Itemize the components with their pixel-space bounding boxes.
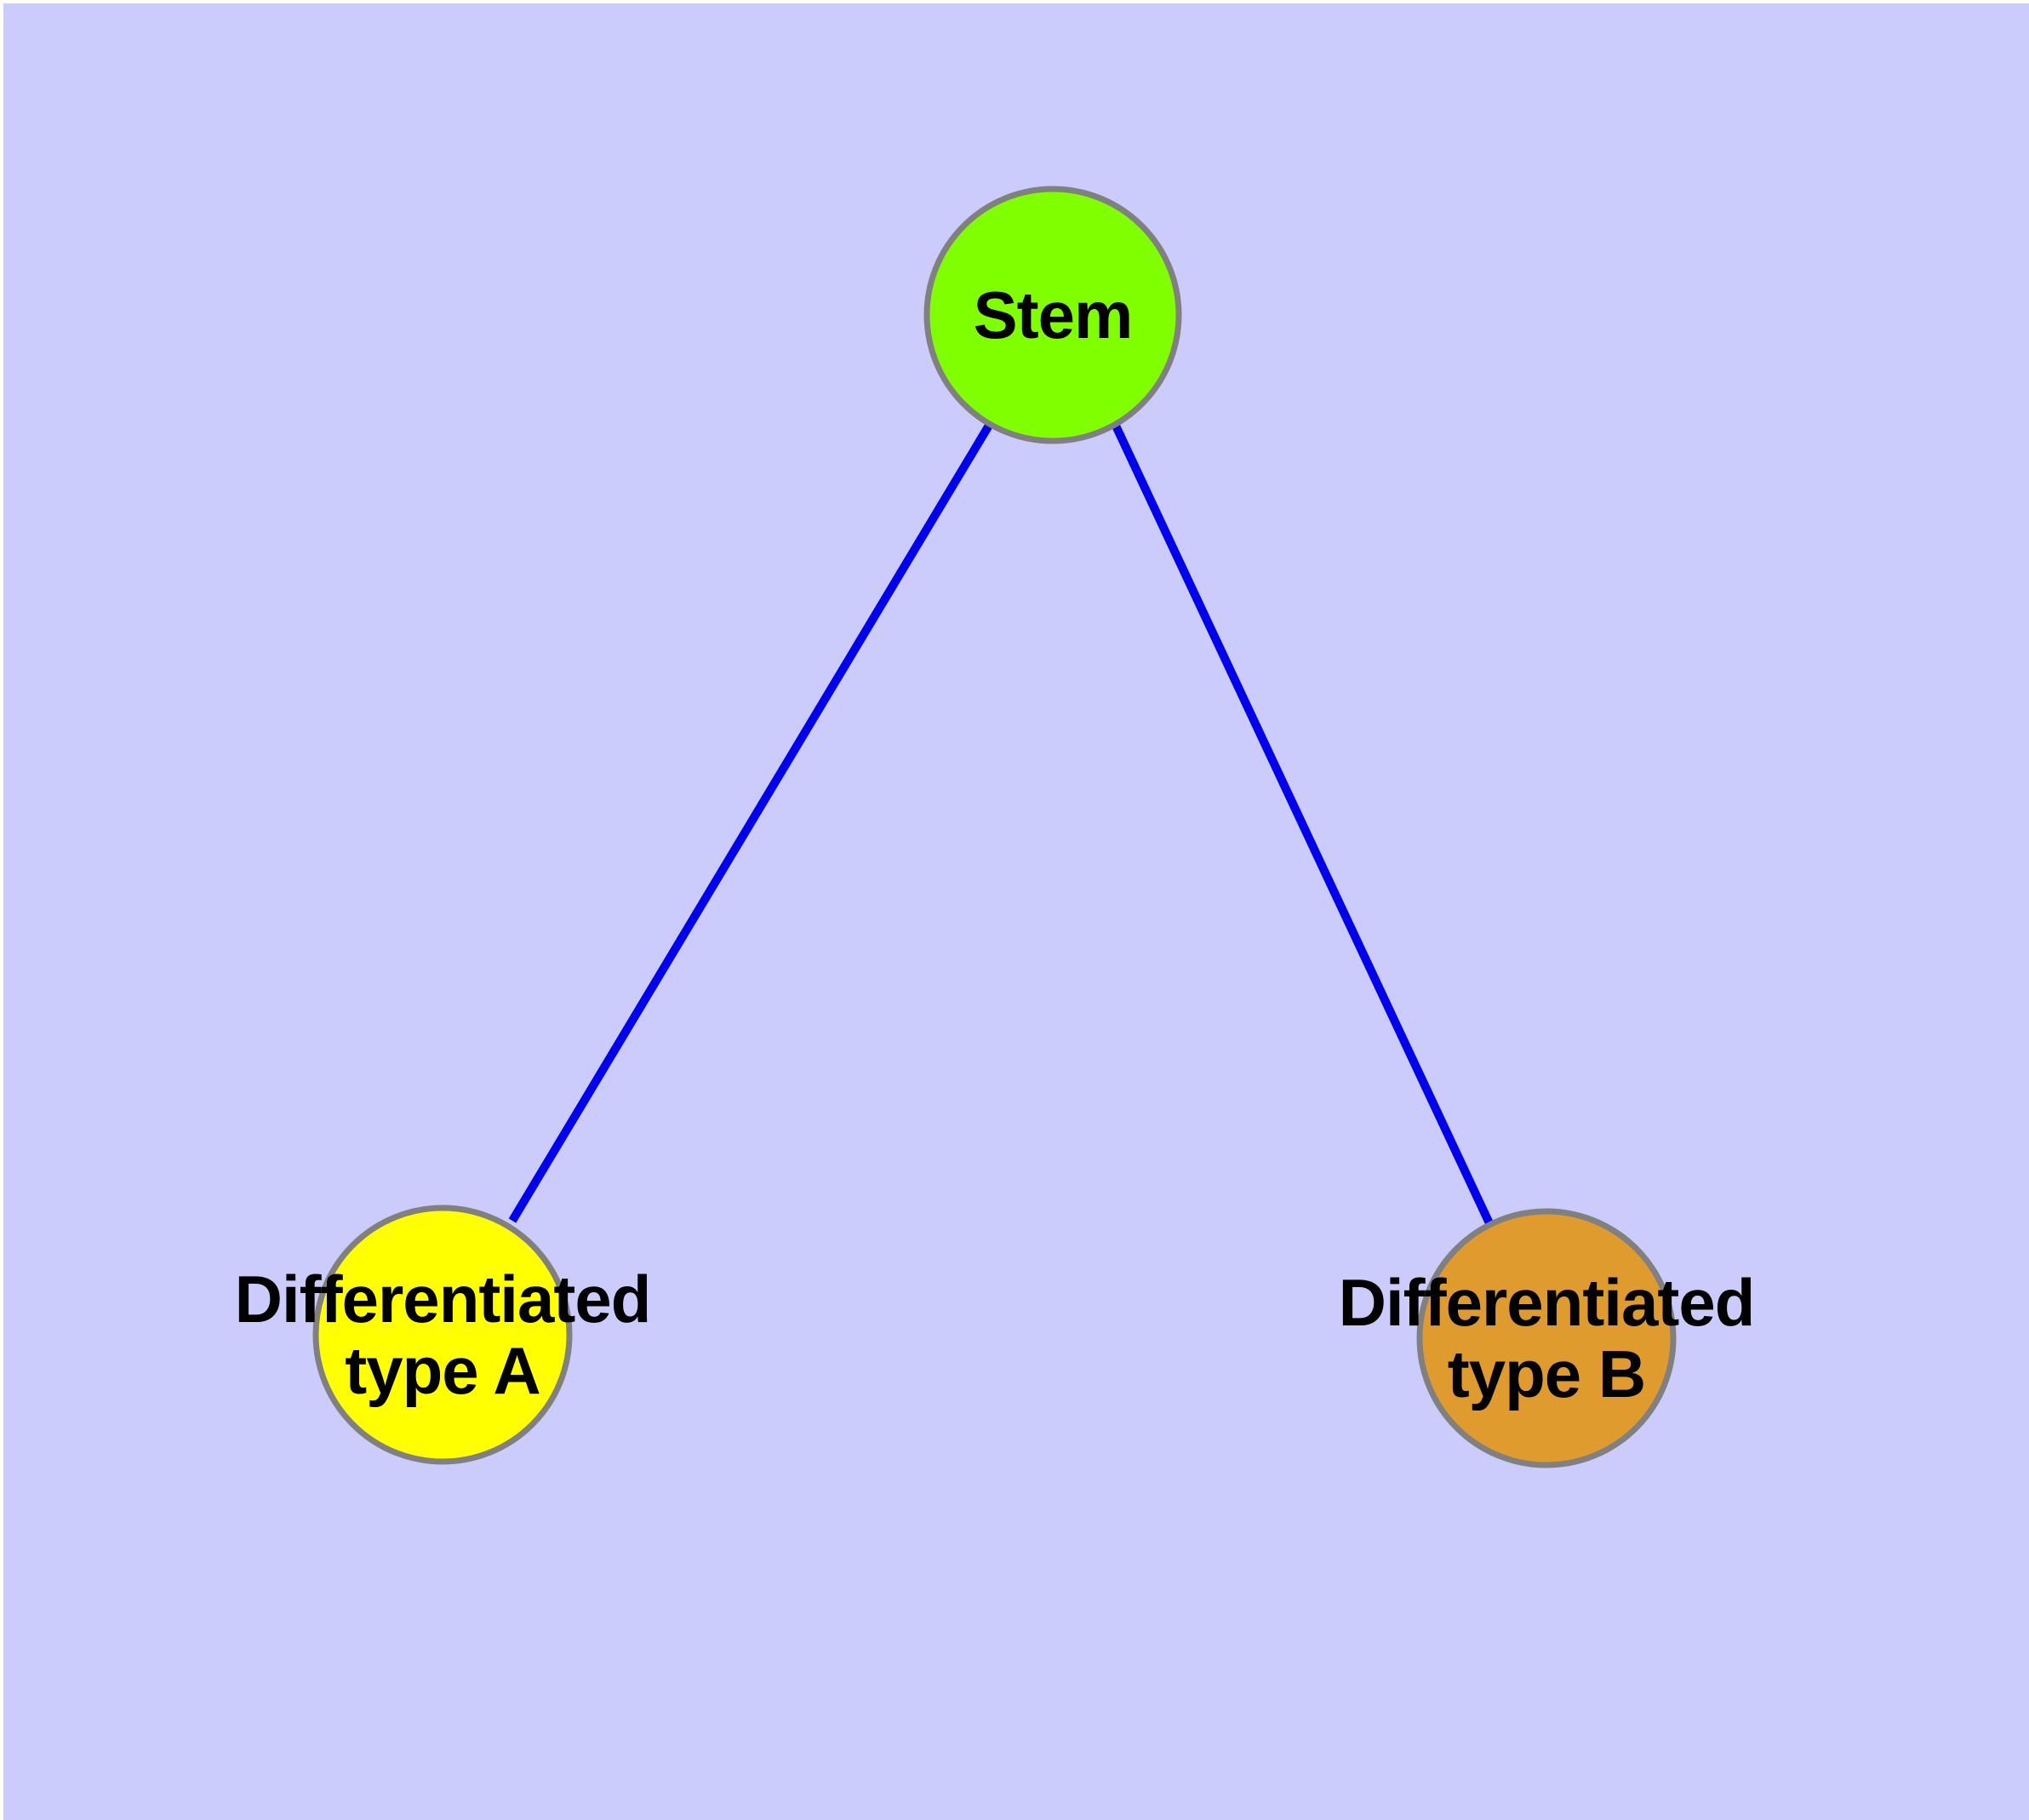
node-diff-a[interactable] (312, 1205, 573, 1465)
edges-layer (508, 421, 1494, 1226)
node-diff-b[interactable] (1416, 1208, 1677, 1468)
edge-stem-diff-a[interactable] (508, 421, 994, 1223)
node-stem[interactable] (923, 186, 1182, 444)
nodes-layer (312, 186, 1677, 1468)
edge-stem-diff-b[interactable] (1111, 421, 1494, 1226)
